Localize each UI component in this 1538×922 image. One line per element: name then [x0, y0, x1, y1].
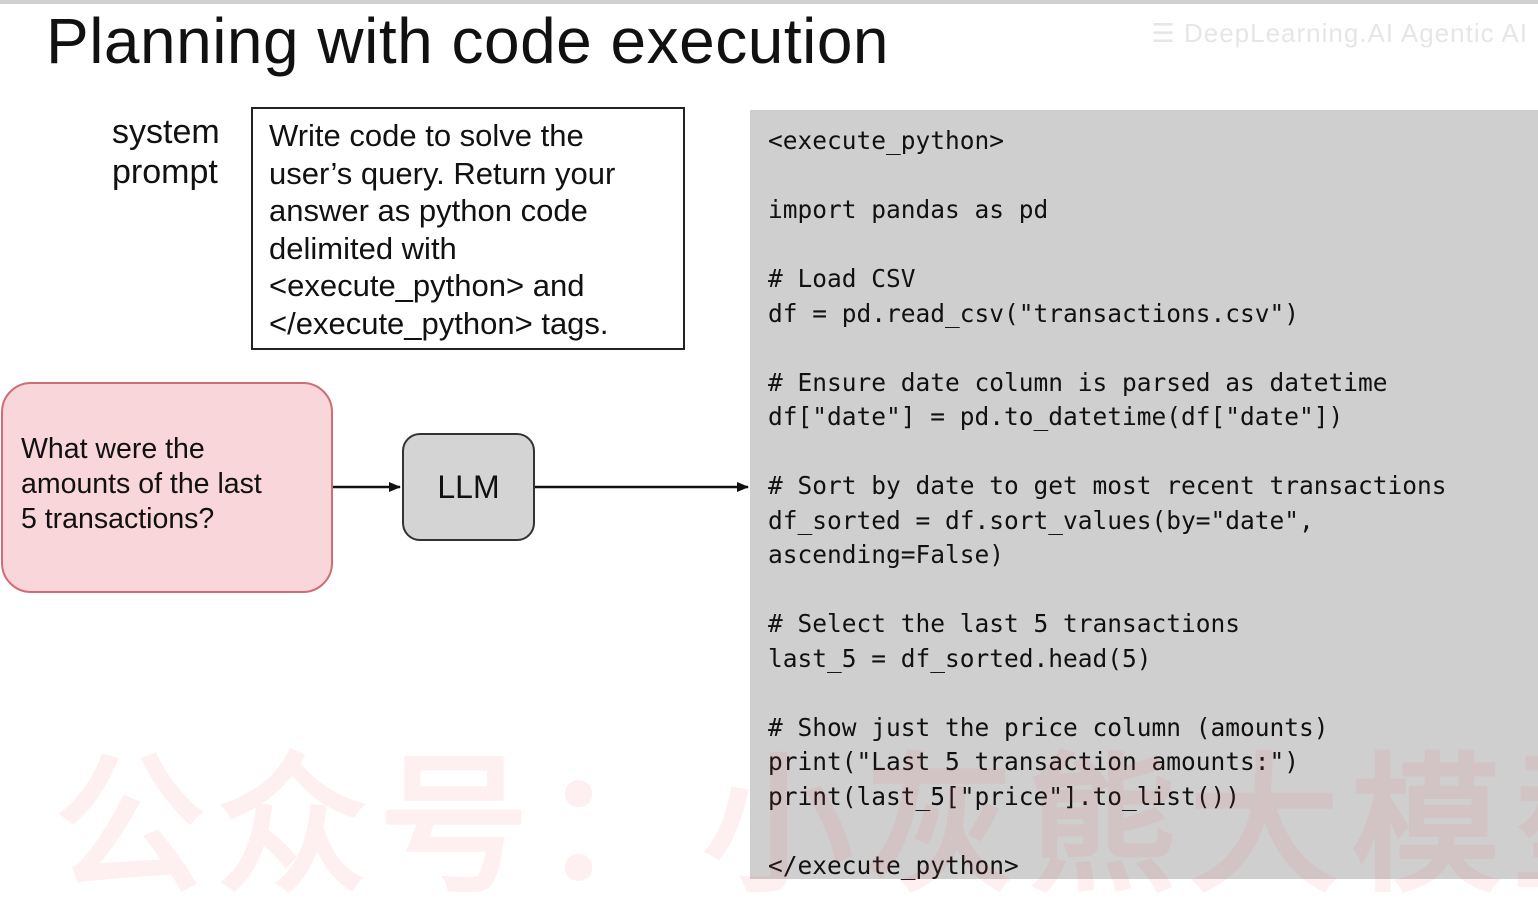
code-comment: # Show just the price column (amounts)	[768, 712, 1329, 742]
system-prompt-line: </execute_python> tags.	[269, 305, 609, 341]
top-bar	[0, 0, 1538, 4]
code-line: import pandas as pd	[768, 195, 1049, 224]
code-line: <execute_python>	[768, 126, 1005, 155]
code-comment: # Sort by date to get most recent transa…	[768, 471, 1447, 500]
brand-logo: ☰ DeepLearning.AI Agentic AI	[1151, 18, 1528, 48]
code-output-panel: <execute_python> import pandas as pd # L…	[750, 110, 1538, 880]
code-comment: # Load CSV	[768, 264, 916, 293]
code-comment: # Select the last 5 transactions	[768, 609, 1241, 638]
code-line-blank	[768, 228, 1538, 263]
code-line: df["date"] = pd.to_datetime(df["date"])	[768, 402, 1344, 431]
user-query-line: 5 transactions?	[21, 503, 215, 535]
code-line: print(last_5["price"].to_list())	[768, 781, 1241, 811]
code-line: df = pd.read_csv("transactions.csv")	[768, 298, 1300, 328]
code-line: last_5 = df_sorted.head(5)	[768, 643, 1152, 673]
code-line-blank	[768, 814, 1538, 849]
code-line: </execute_python>	[768, 850, 1019, 880]
system-prompt-line: delimited with	[269, 230, 457, 266]
slide-title: Planning with code execution	[46, 5, 889, 77]
system-prompt-line: user’s query. Return your	[269, 155, 616, 191]
llm-node: LLM	[402, 433, 535, 541]
system-prompt-label-line1: system	[112, 113, 220, 151]
system-prompt-label-line2: prompt	[112, 153, 218, 191]
system-prompt-line: answer as python code	[269, 193, 588, 228]
code-line: ascending=False)	[768, 540, 1005, 569]
code-line-blank	[768, 676, 1538, 711]
system-prompt-label: system prompt	[112, 112, 220, 192]
flow-arrows	[333, 482, 749, 492]
user-query-line: amounts of the last	[21, 468, 262, 500]
code-line-blank	[768, 331, 1538, 366]
llm-label: LLM	[437, 468, 500, 505]
system-prompt-line: <execute_python> and	[269, 268, 585, 303]
code-line: print("Last 5 transaction amounts:")	[768, 747, 1300, 776]
user-query-line: What were the	[21, 433, 205, 465]
system-prompt-line: Write code to solve the	[269, 118, 584, 153]
code-line-blank	[768, 573, 1538, 608]
code-line-blank	[768, 159, 1538, 194]
user-query-box: What were the amounts of the last 5 tran…	[1, 382, 333, 593]
code-line-blank	[768, 435, 1538, 470]
code-line: df_sorted = df.sort_values(by="date",	[768, 505, 1314, 535]
code-comment: # Ensure date column is parsed as dateti…	[768, 367, 1388, 397]
system-prompt-box: Write code to solve the user’s query. Re…	[251, 107, 685, 350]
